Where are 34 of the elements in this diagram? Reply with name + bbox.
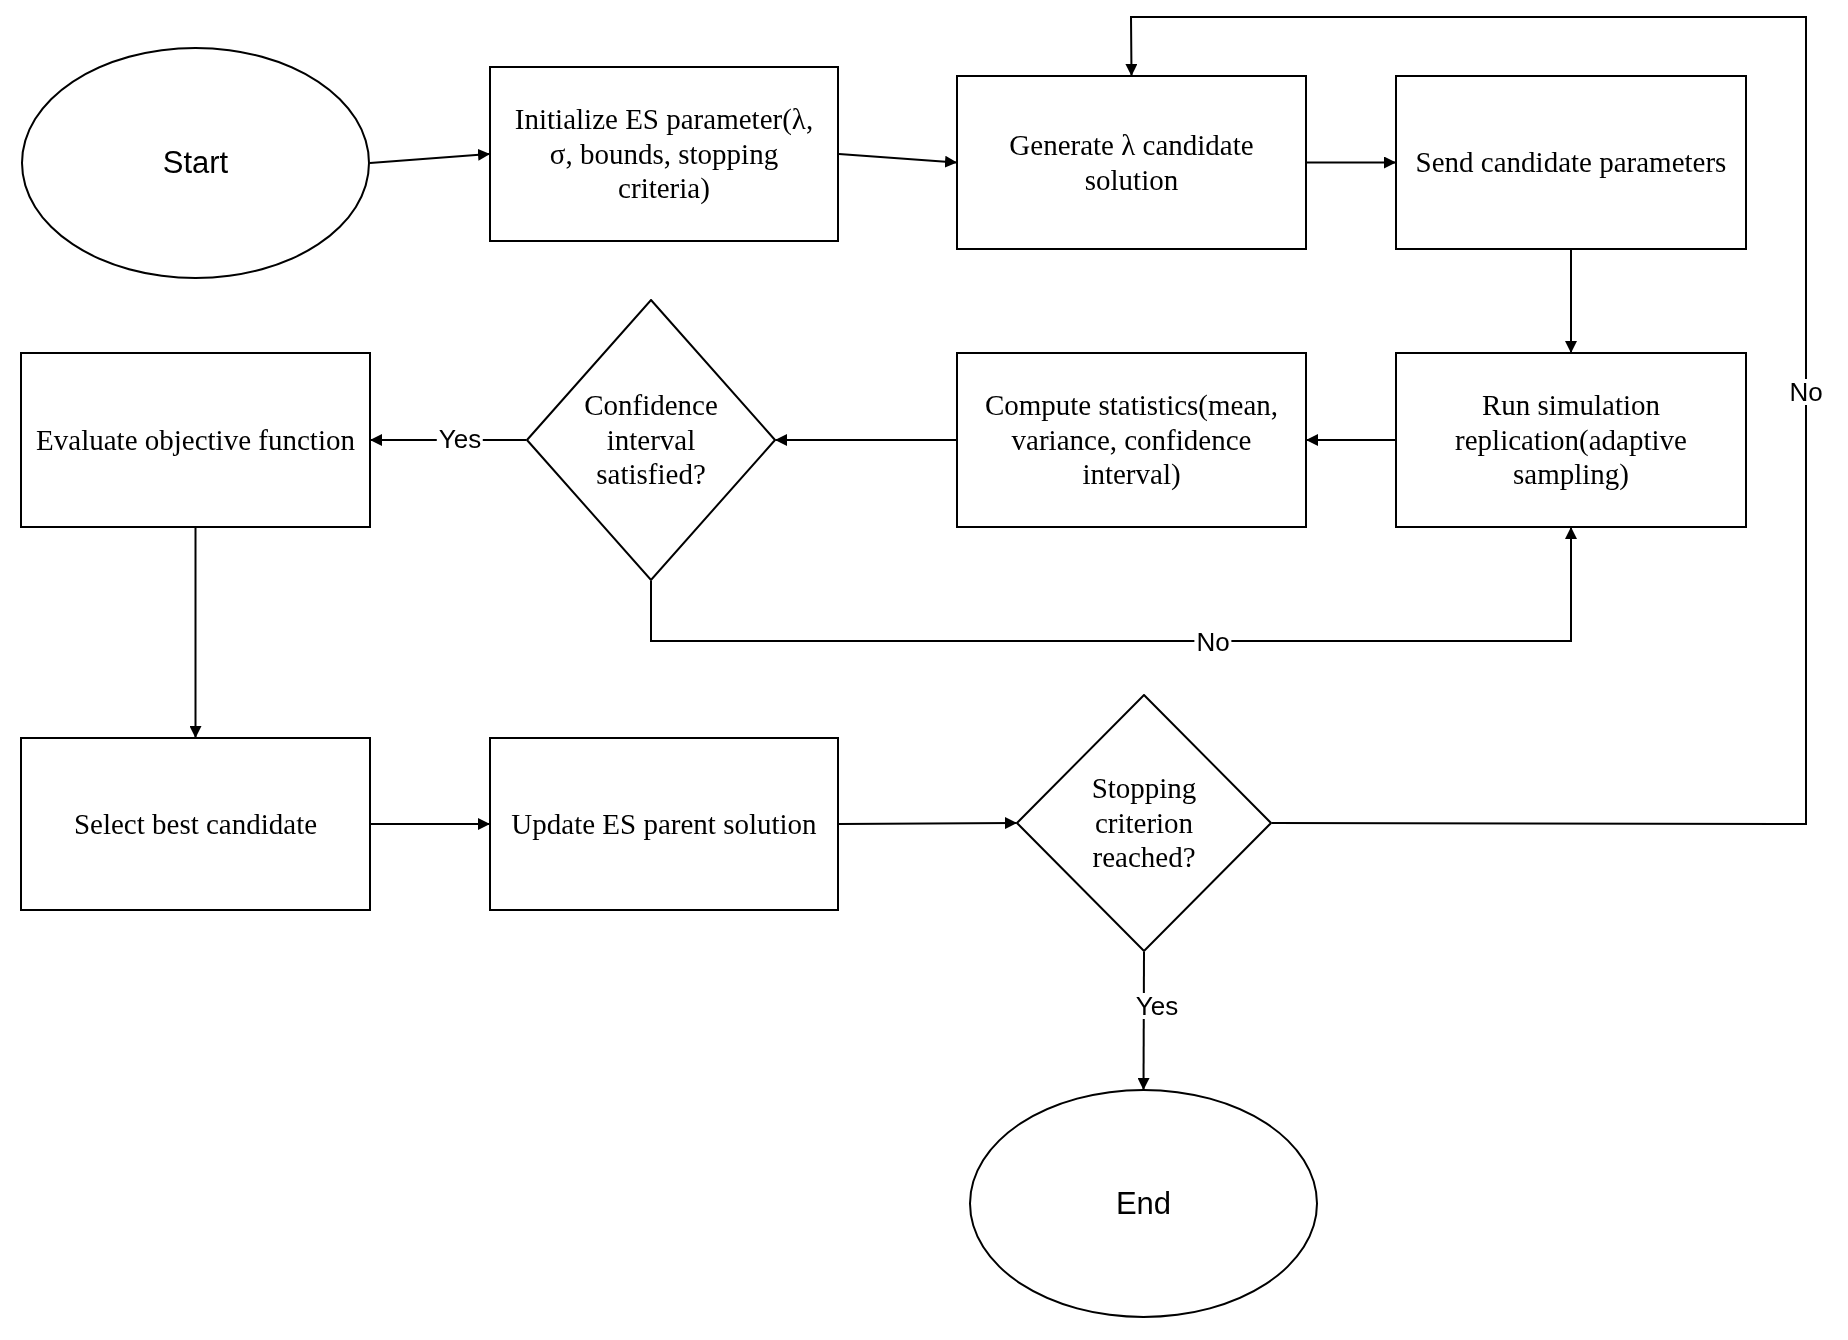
arrow: [369, 148, 490, 164]
edge-label: Yes: [1133, 993, 1181, 1019]
arrow: [370, 818, 490, 830]
arrow: [838, 153, 957, 168]
node-label: Initialize ES parameter(λ, σ, bounds, stopping criteria): [513, 101, 815, 207]
decision-diamond: [1016, 694, 1272, 952]
node-label: Send candidate parameters: [1415, 145, 1727, 180]
process-box: [20, 352, 371, 528]
node-label: End: [1115, 1184, 1172, 1223]
node-label: Start: [162, 144, 229, 182]
node-label: Run simulation replication(adaptive sampling): [1454, 387, 1688, 493]
process-box: [1395, 75, 1747, 250]
node-label: Compute statistics(mean, variance, confidence interval): [983, 387, 1280, 493]
node-label: Confidence interval satisfied?: [583, 387, 719, 493]
arrow: [1565, 249, 1577, 353]
process-box: [20, 737, 371, 911]
arrow: [189, 527, 202, 738]
process-box: [1395, 352, 1747, 528]
arrow: [1306, 434, 1396, 446]
node-label: Update ES parent solution: [511, 806, 817, 842]
arrow: [1125, 16, 1807, 825]
node-label: Select best candidate: [73, 806, 318, 842]
decision-diamond: [526, 299, 776, 581]
process-box: [956, 352, 1307, 528]
node-label: Generate λ candidate solution: [1008, 127, 1255, 198]
arrow: [775, 434, 957, 446]
arrow: [650, 527, 1577, 642]
arrow: [838, 817, 1017, 830]
arrow: [1306, 156, 1396, 169]
node-label: Stopping criterion reached?: [1090, 770, 1198, 876]
node-label: Evaluate objective function: [36, 422, 355, 458]
process-box: [956, 75, 1307, 250]
process-box: [489, 737, 839, 911]
process-box: [489, 66, 839, 242]
